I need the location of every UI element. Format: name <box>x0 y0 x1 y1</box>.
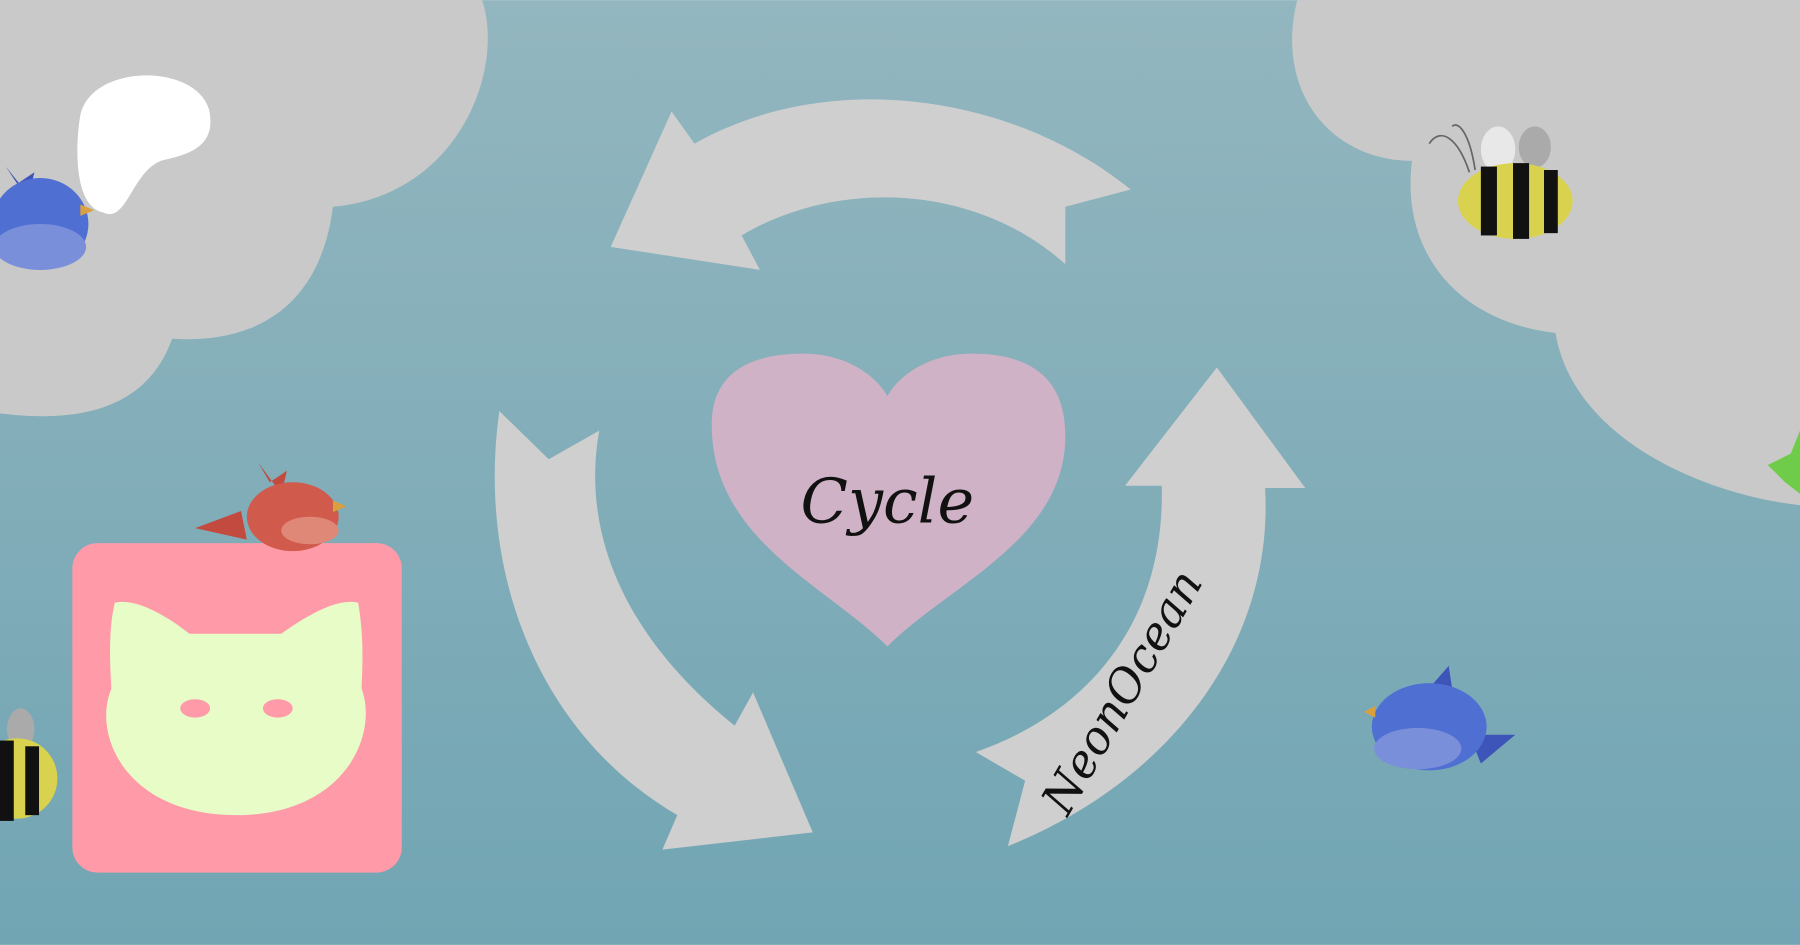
green-bird-icon <box>1767 430 1800 494</box>
center-label: Cycle <box>801 464 975 537</box>
blue-bird-icon-right <box>1363 665 1516 771</box>
bee-icon-right <box>1428 124 1573 239</box>
blue-bird-icon-left <box>0 166 95 270</box>
cycle-arrow-right <box>975 367 1306 847</box>
cat-app-icon <box>72 543 402 873</box>
red-bird-icon <box>195 462 347 552</box>
heart-shape <box>711 353 1066 647</box>
cloud-right <box>1292 0 1800 506</box>
white-blob-shape <box>77 75 211 215</box>
cat-face-icon <box>106 601 366 816</box>
cycle-arrow-left <box>494 411 813 850</box>
bee-icon-left <box>0 708 58 821</box>
cycle-arrow-top <box>610 99 1131 270</box>
